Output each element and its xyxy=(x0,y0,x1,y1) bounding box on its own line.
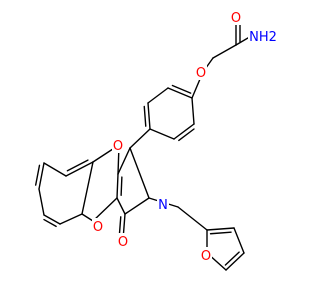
atom-label-background xyxy=(195,64,207,80)
bond-lines xyxy=(34,18,259,271)
atom-label-background xyxy=(112,137,124,153)
bond-line xyxy=(38,188,45,216)
bond-line xyxy=(225,252,245,271)
bond-line xyxy=(43,214,61,225)
bond-line xyxy=(233,227,245,254)
double-bond-line xyxy=(43,218,57,228)
atom-label-o-furan: O xyxy=(201,249,211,264)
atom-label-o-ether: O xyxy=(196,66,206,81)
bond-line xyxy=(167,87,193,99)
double-bond-line xyxy=(209,231,232,235)
bond-line xyxy=(81,161,94,215)
double-bond-line xyxy=(34,164,41,186)
bond-line xyxy=(92,197,118,222)
atom-label-o-lactam: O xyxy=(118,235,128,250)
atom-label-background xyxy=(248,28,278,44)
bond-line xyxy=(129,147,150,199)
bond-line xyxy=(206,227,235,231)
double-bond-line xyxy=(66,159,89,172)
bond-line xyxy=(116,173,119,199)
bond-line xyxy=(124,197,150,215)
bond-line xyxy=(149,128,175,140)
bond-line xyxy=(117,147,131,175)
double-bond-line xyxy=(224,251,240,266)
bond-line xyxy=(147,102,151,130)
atom-label-o-chromene: O xyxy=(93,220,103,235)
bond-line xyxy=(38,162,45,190)
bond-line xyxy=(147,87,169,104)
bond-line xyxy=(191,97,195,125)
bond-line xyxy=(177,206,208,231)
atom-label-n-ring: N xyxy=(158,198,168,213)
bond-line xyxy=(81,213,94,222)
double-bond-line xyxy=(178,128,195,142)
bond-line xyxy=(116,197,126,215)
atom-label-background xyxy=(200,247,212,263)
bond-line xyxy=(129,128,151,149)
atom-label-n-amide: NH2 xyxy=(249,30,277,45)
atom-label-background xyxy=(230,9,242,25)
atom-label-o-ketone: O xyxy=(113,139,123,154)
bond-line xyxy=(59,213,83,225)
bond-line xyxy=(212,44,237,59)
bond-line xyxy=(43,162,67,177)
double-bond-line xyxy=(171,84,192,94)
atom-label-background xyxy=(92,218,104,234)
atom-label-o-amide: O xyxy=(231,11,241,26)
bond-line xyxy=(65,161,94,177)
double-bond-line xyxy=(120,176,123,196)
bond-line xyxy=(173,123,195,140)
atom-label-background xyxy=(117,233,129,249)
double-bond-line xyxy=(143,105,147,127)
atom-label-background xyxy=(157,196,169,212)
